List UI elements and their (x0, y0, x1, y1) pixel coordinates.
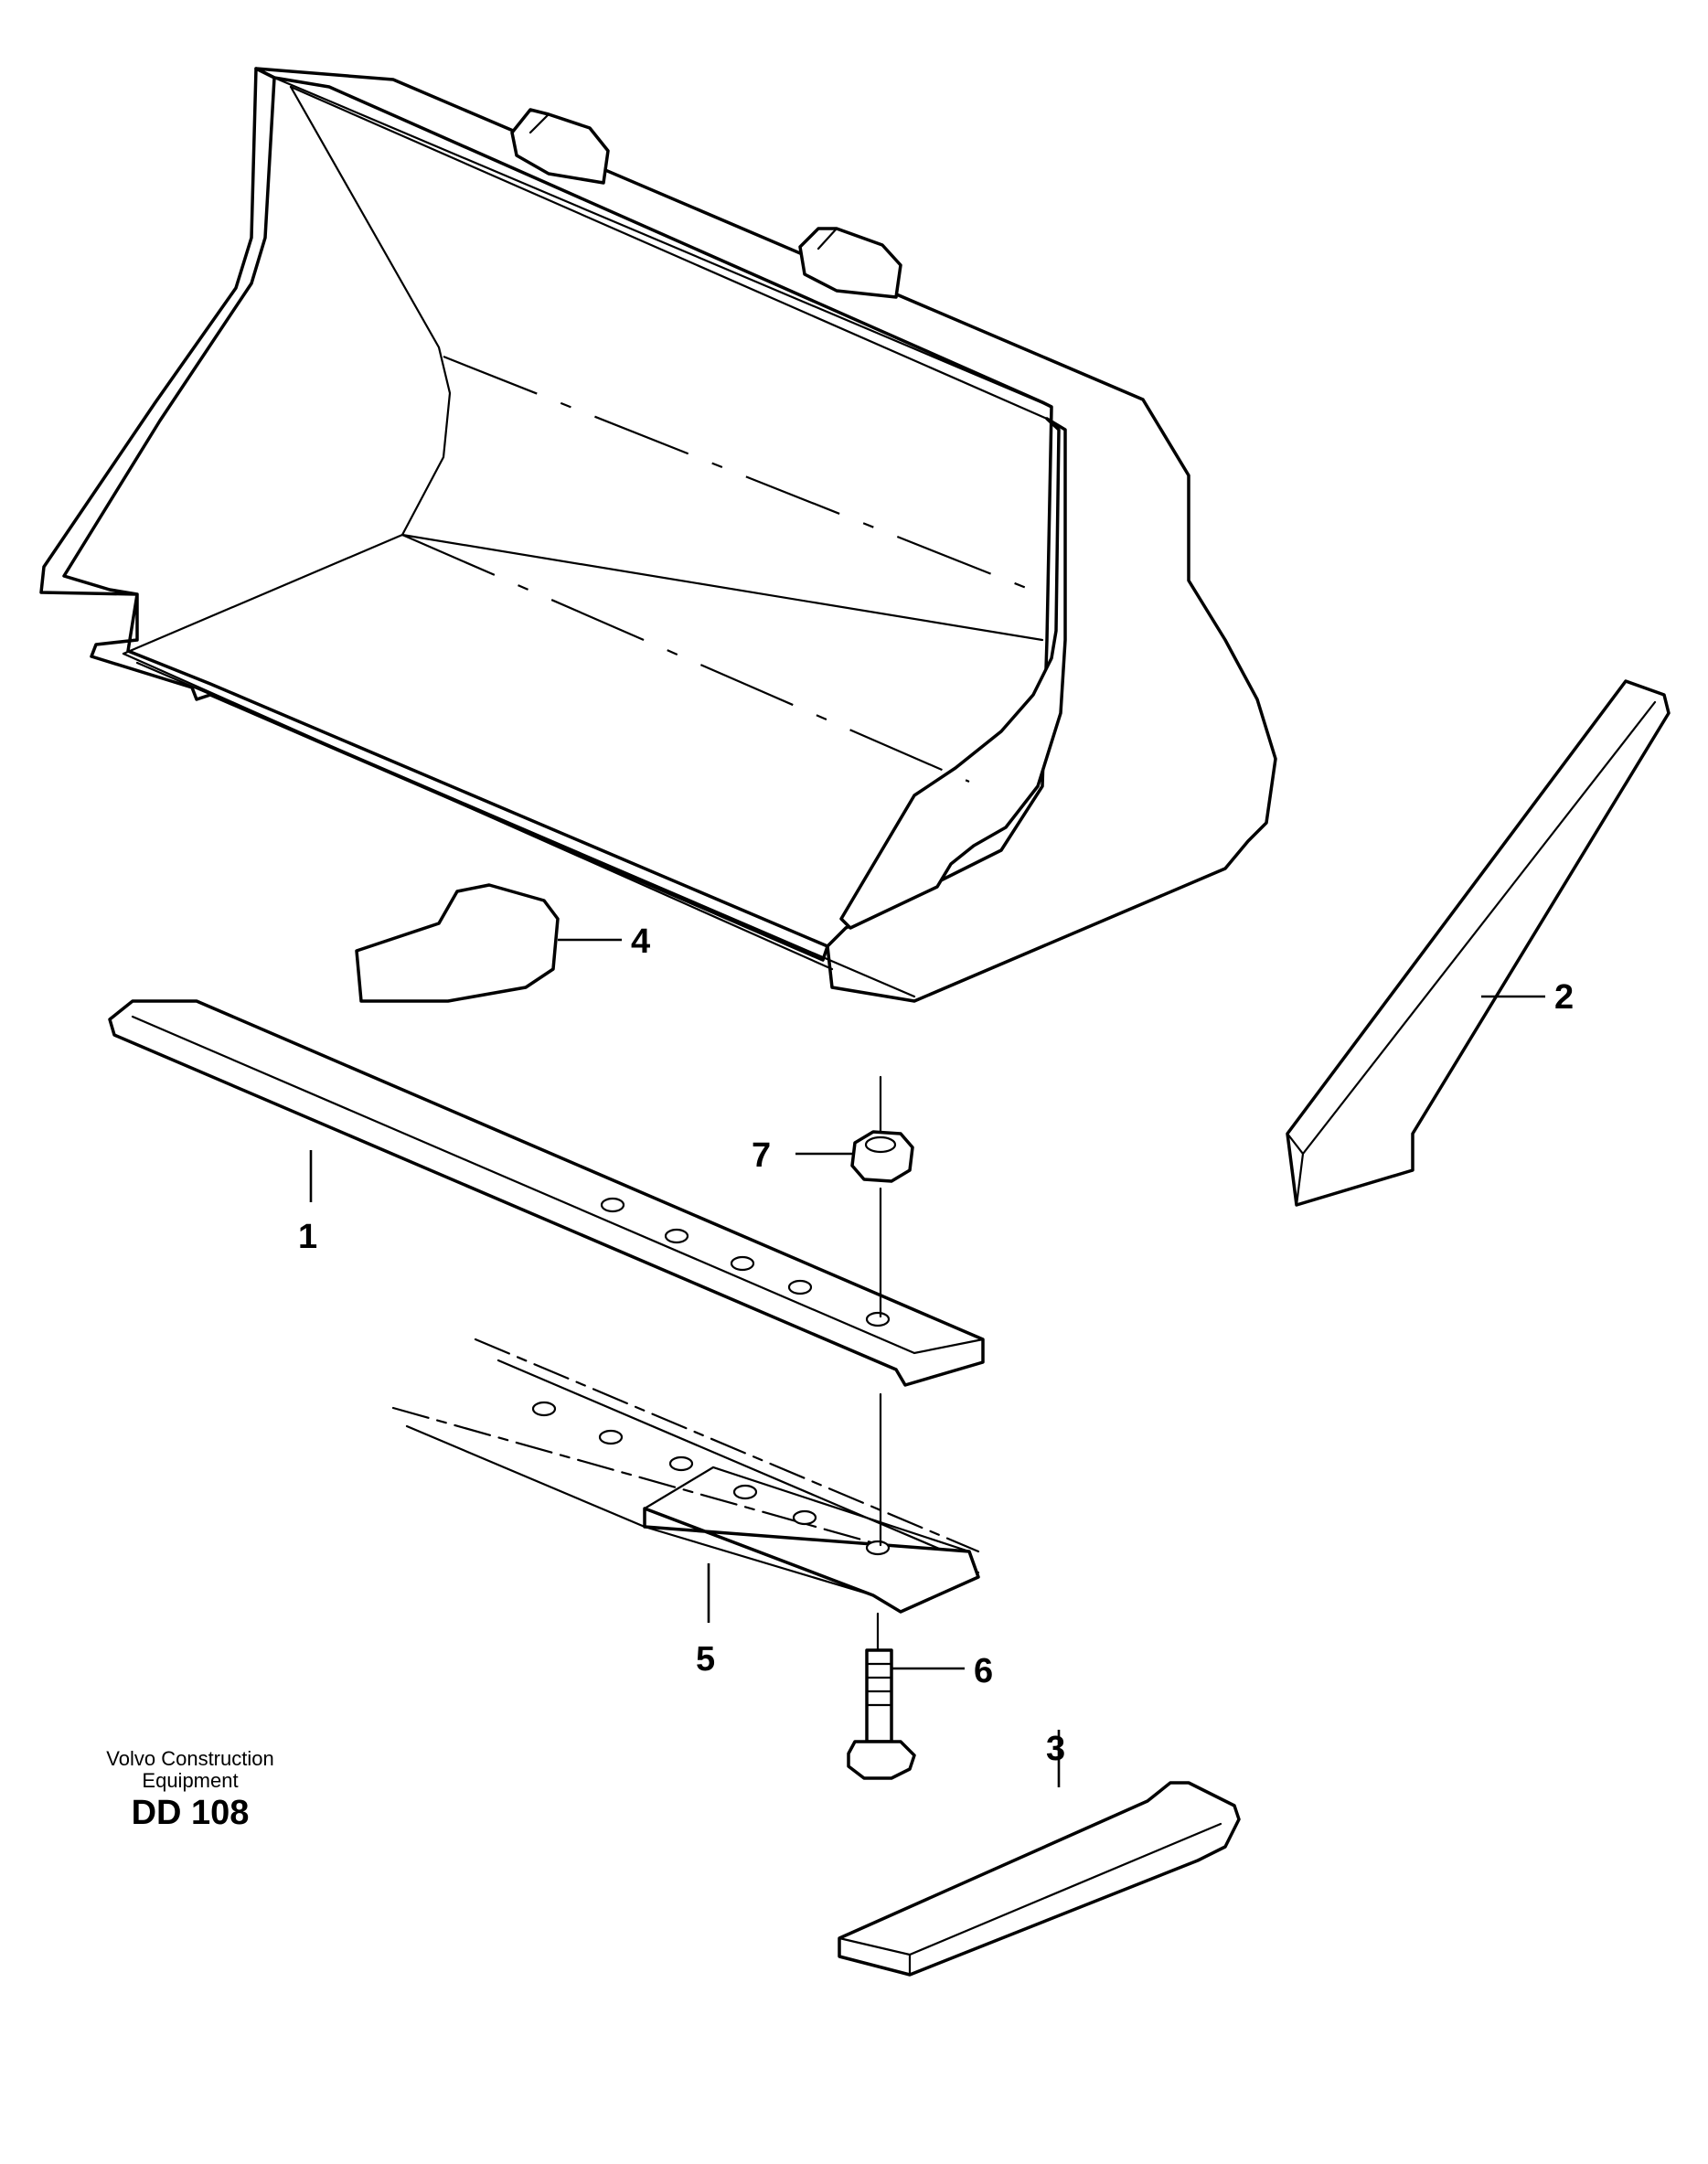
part-2-side-strip (1286, 679, 1671, 1207)
part-7-nut (850, 1075, 914, 1183)
callout-3: 3 (1046, 1730, 1065, 1768)
part-5-segment-edge (391, 1338, 980, 1614)
callout-5: 5 (696, 1640, 715, 1679)
bucket (39, 67, 1277, 1003)
part-1-cutting-edge (108, 999, 985, 1387)
callout-2: 2 (1554, 978, 1574, 1017)
part-6-bolt (847, 1612, 916, 1780)
part-4-corner-plate (355, 883, 560, 1003)
leader-lines (309, 938, 1545, 1787)
callout-4: 4 (631, 922, 650, 961)
brand-block: Volvo Construction Equipment DD 108 (80, 1748, 300, 1834)
diagram-code: DD 108 (131, 1794, 250, 1832)
part-3-corner-strip (838, 1781, 1241, 1977)
callout-7: 7 (752, 1136, 771, 1175)
brand-line-2: Equipment (142, 1769, 239, 1792)
callout-1: 1 (298, 1218, 317, 1256)
brand-line-1: Volvo Construction (106, 1747, 274, 1770)
callout-6: 6 (974, 1652, 993, 1690)
